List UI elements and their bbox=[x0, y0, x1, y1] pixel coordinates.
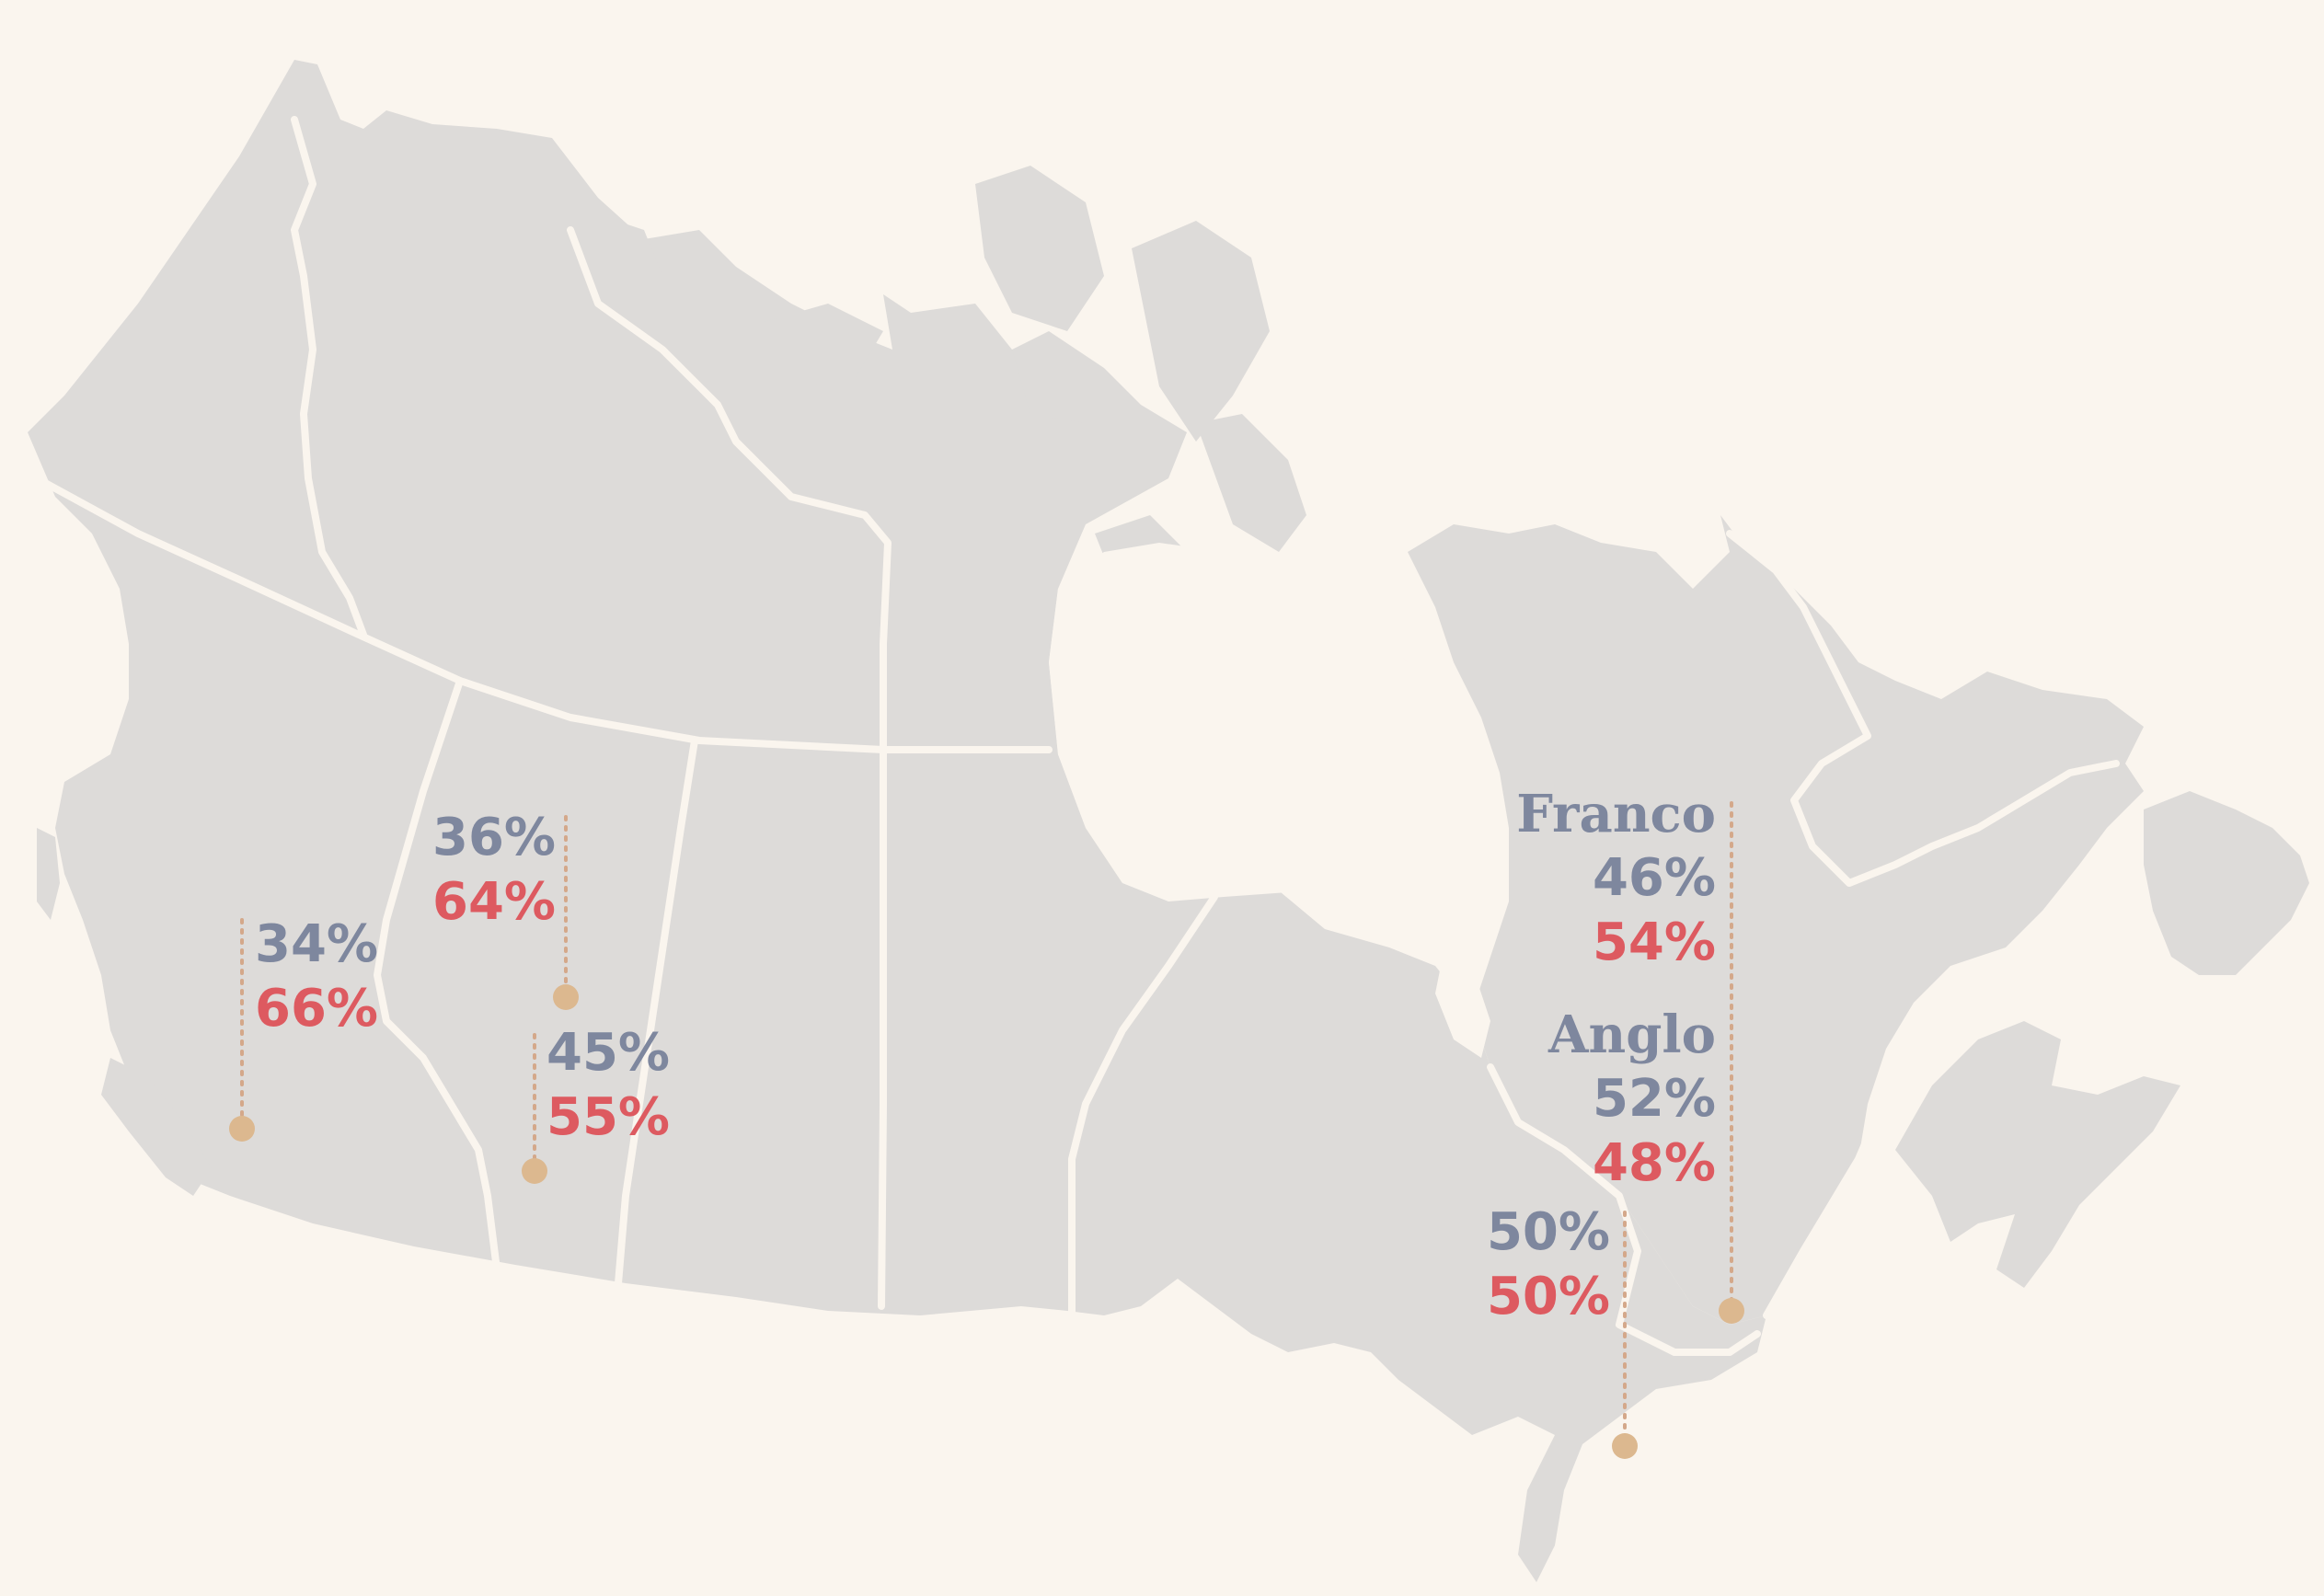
arctic-island-3 bbox=[975, 166, 1104, 331]
sk-first-percent: 45% bbox=[546, 1023, 671, 1083]
border-ab-sk bbox=[615, 737, 698, 1287]
label-on: 50% 50% bbox=[1472, 1200, 1610, 1329]
hudson-bay bbox=[1049, 543, 1490, 966]
bc-first-percent: 34% bbox=[255, 914, 379, 974]
qc-anglo-first-percent: 52% bbox=[1592, 1069, 1716, 1129]
on-first-percent: 50% bbox=[1486, 1202, 1610, 1262]
label-ab: 36% 64% bbox=[432, 806, 557, 935]
border-on-qc bbox=[1487, 1063, 1761, 1356]
newfoundland bbox=[2144, 791, 2309, 975]
border-mb-on bbox=[1068, 893, 1218, 1319]
marker-bc bbox=[229, 1116, 255, 1142]
mainland-west bbox=[28, 60, 1766, 1582]
on-second-percent: 50% bbox=[1486, 1267, 1610, 1326]
qc-anglo-heading: Anglo bbox=[1548, 1005, 1716, 1065]
haida-gwaii bbox=[37, 828, 60, 920]
sk-second-percent: 55% bbox=[546, 1087, 671, 1147]
arctic-island-1 bbox=[570, 212, 662, 304]
borders bbox=[33, 116, 2120, 1356]
label-sk: 45% 55% bbox=[546, 1021, 670, 1150]
bc-second-percent: 66% bbox=[255, 979, 379, 1039]
land-mass bbox=[28, 60, 2309, 1582]
border-yukon-nwt bbox=[291, 116, 367, 638]
mainland-east bbox=[1408, 515, 2144, 1325]
vancouver-island bbox=[101, 1058, 212, 1196]
arctic-island-2 bbox=[764, 304, 883, 386]
label-qc-franco: Franco 46% 54% bbox=[1490, 782, 1716, 975]
border-sk-mb bbox=[878, 746, 887, 1310]
maritimes bbox=[1895, 1021, 2180, 1288]
ab-second-percent: 64% bbox=[432, 872, 557, 932]
leaders bbox=[240, 801, 1733, 1446]
qc-franco-heading: Franco bbox=[1516, 784, 1716, 844]
marker-on bbox=[1612, 1433, 1638, 1459]
label-bc: 34% 66% bbox=[255, 913, 378, 1041]
label-qc-anglo: Anglo 52% 48% bbox=[1490, 1003, 1716, 1196]
border-qc-nb bbox=[1763, 1091, 1890, 1319]
arctic-island-4 bbox=[1132, 221, 1270, 442]
border-qc-labrador bbox=[1726, 530, 2120, 887]
marker-ab bbox=[553, 984, 579, 1010]
border-bc-ab bbox=[374, 677, 500, 1273]
marker-sk bbox=[522, 1158, 547, 1184]
border-nwt-nunavut bbox=[567, 226, 892, 753]
ab-first-percent: 36% bbox=[432, 808, 557, 867]
markers bbox=[229, 984, 1744, 1459]
arctic-island-6 bbox=[1012, 350, 1113, 423]
qc-franco-first-percent: 46% bbox=[1592, 848, 1716, 908]
arctic-island-5 bbox=[1196, 414, 1306, 552]
marker-qc bbox=[1719, 1298, 1744, 1324]
qc-anglo-second-percent: 48% bbox=[1592, 1133, 1716, 1193]
qc-franco-second-percent: 54% bbox=[1592, 913, 1716, 972]
james-bay bbox=[1435, 947, 1490, 1058]
